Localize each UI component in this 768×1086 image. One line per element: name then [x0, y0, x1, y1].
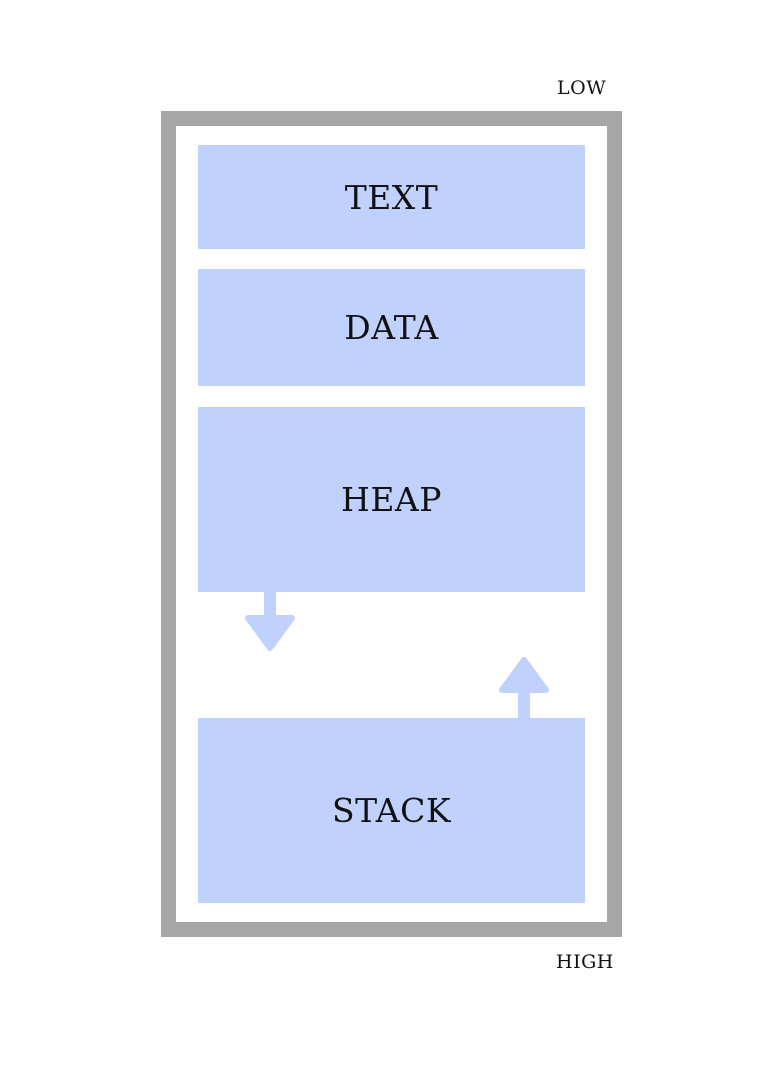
data-segment-label: DATA: [344, 308, 439, 347]
text-segment: TEXT: [198, 145, 585, 249]
text-segment-label: TEXT: [344, 177, 439, 217]
stack-segment-label: STACK: [331, 791, 452, 830]
stack-segment: STACK: [198, 718, 585, 903]
low-address-label: LOW: [557, 77, 607, 99]
heap-segment: HEAP: [198, 407, 585, 592]
stack-growth-up-arrow-icon: [499, 657, 549, 720]
heap-growth-down-arrow-icon: [245, 590, 295, 651]
heap-segment-label: HEAP: [341, 480, 442, 519]
data-segment: DATA: [198, 269, 585, 386]
high-address-label: HIGH: [556, 951, 614, 973]
